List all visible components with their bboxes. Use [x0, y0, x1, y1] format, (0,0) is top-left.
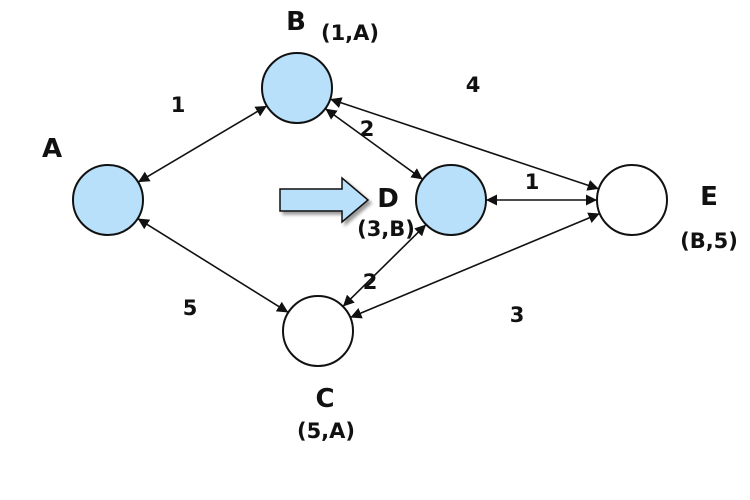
nodes-group [72, 52, 668, 367]
edge-weight-c-d: 2 [363, 270, 378, 294]
edge-weight-b-e: 4 [466, 73, 481, 97]
node-tag-b: (1,A) [321, 21, 379, 45]
edge-weight-a-c: 5 [183, 296, 198, 320]
node-tag-d: (3,B) [357, 217, 415, 241]
node-a [72, 164, 144, 236]
edge-weight-c-e: 3 [510, 303, 525, 327]
node-label-a: A [42, 134, 62, 164]
edge-weight-d-e: 1 [525, 170, 540, 194]
node-label-d: D [377, 184, 399, 214]
edge-a-b [137, 105, 268, 183]
node-tag-c: (5,A) [297, 419, 355, 443]
arrow-right-icon [279, 176, 370, 224]
edge-weight-a-b: 1 [171, 93, 186, 117]
node-label-c: C [315, 384, 334, 414]
edges-group [137, 97, 601, 319]
node-b [261, 52, 333, 124]
node-label-e: E [700, 182, 718, 212]
edge-b-e [329, 97, 600, 191]
node-tag-e: (B,5) [680, 229, 738, 253]
node-c [282, 295, 354, 367]
edge-a-c [137, 217, 289, 314]
edge-c-e [349, 212, 601, 319]
node-labels-group: A B (1,A) C (5,A) D (3,B) E (B,5) [42, 7, 738, 443]
edge-weight-b-d: 2 [360, 117, 375, 141]
node-label-b: B [286, 7, 306, 37]
edge-weights-group: 1 5 2 4 1 2 3 [171, 73, 540, 327]
node-e [596, 164, 668, 236]
node-d [415, 164, 487, 236]
